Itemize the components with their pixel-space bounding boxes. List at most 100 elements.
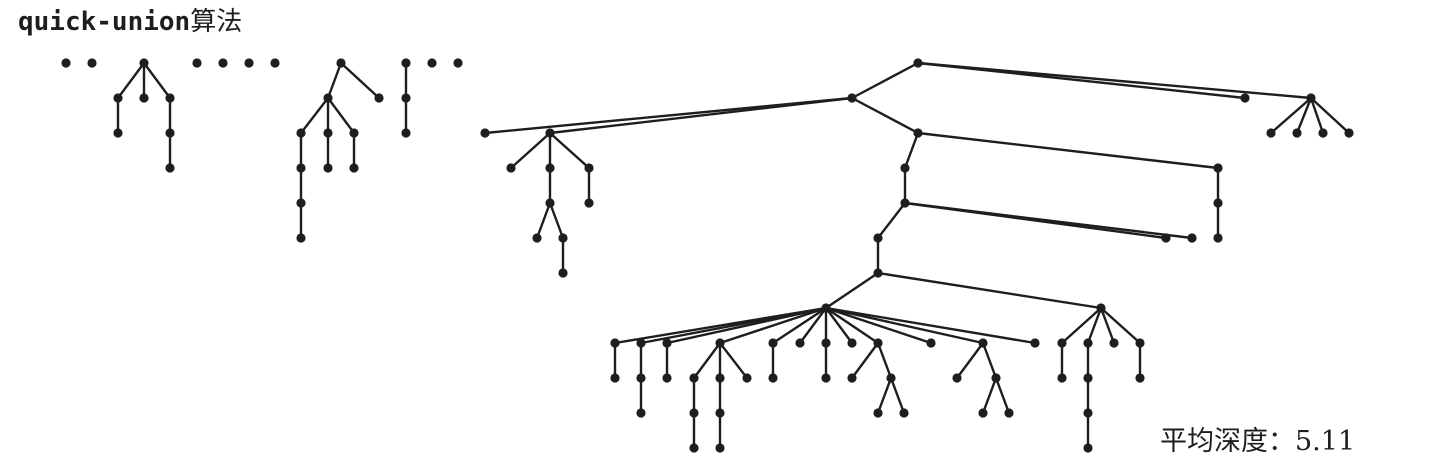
tree-edge (1295, 96, 1313, 135)
tree-edge (916, 131, 1220, 170)
tree-edge (326, 61, 343, 100)
tree-node (218, 58, 228, 68)
diagram-title: quick-union算法 (18, 4, 242, 39)
tree-node (913, 128, 923, 138)
tree-node (374, 93, 384, 103)
tree-node (742, 373, 752, 383)
tree-node (558, 233, 568, 243)
tree-node (401, 128, 411, 138)
tree-edge (798, 306, 828, 345)
tree-node (296, 163, 306, 173)
tree-node (821, 303, 831, 313)
tree-edge (916, 61, 1313, 100)
tree-edge (771, 306, 828, 345)
tree-edge (981, 376, 998, 415)
tree-edge (955, 341, 985, 380)
tree-edge (850, 61, 920, 100)
tree-node (636, 408, 646, 418)
tree-node (1057, 338, 1067, 348)
tree-edge (1060, 306, 1103, 345)
tree-node (1266, 128, 1276, 138)
tree-node (244, 58, 254, 68)
tree-edge (1099, 306, 1142, 345)
average-depth-caption: 平均深度：5.11 (1160, 424, 1355, 460)
tree-node (1109, 338, 1119, 348)
tree-node (401, 58, 411, 68)
tree-node (636, 338, 646, 348)
tree-node (847, 373, 857, 383)
tree-node (1306, 93, 1316, 103)
tree-edge (1309, 96, 1325, 135)
tree-node (1344, 128, 1354, 138)
tree-node (715, 443, 725, 453)
tree-node (1135, 373, 1145, 383)
tree-edge (535, 201, 552, 240)
tree-edge (903, 201, 1194, 240)
tree-edge (116, 61, 146, 100)
tree-node (296, 128, 306, 138)
tree-node (427, 58, 437, 68)
tree-node (532, 233, 542, 243)
tree-node (873, 233, 883, 243)
tree-node (453, 58, 463, 68)
tree-node (61, 58, 71, 68)
tree-node (296, 198, 306, 208)
tree-node (584, 198, 594, 208)
tree-node (165, 93, 175, 103)
tree-node (978, 408, 988, 418)
tree-node (1083, 443, 1093, 453)
tree-node (913, 58, 923, 68)
tree-node (139, 58, 149, 68)
tree-node (610, 338, 620, 348)
tree-node (1057, 373, 1067, 383)
tree-node (1213, 198, 1223, 208)
tree-edge (850, 96, 920, 135)
tree-node (1083, 373, 1093, 383)
tree-node (689, 373, 699, 383)
tree-node (926, 338, 936, 348)
tree-node (192, 58, 202, 68)
tree-node (584, 163, 594, 173)
tree-edge (548, 201, 565, 240)
tree-node (689, 443, 699, 453)
tree-node (323, 163, 333, 173)
tree-node (480, 128, 490, 138)
tree-node (506, 163, 516, 173)
tree-node (610, 373, 620, 383)
tree-node (165, 128, 175, 138)
tree-edge (876, 376, 893, 415)
tree-node (900, 163, 910, 173)
tree-node (296, 233, 306, 243)
tree-node (270, 58, 280, 68)
tree-node (545, 128, 555, 138)
tree-node (545, 163, 555, 173)
tree-edge (824, 306, 854, 345)
tree-edge (876, 201, 907, 240)
tree-node (113, 93, 123, 103)
tree-node (1292, 128, 1302, 138)
tree-node (1187, 233, 1197, 243)
tree-node (349, 128, 359, 138)
tree-edge (339, 61, 381, 100)
tree-node (847, 338, 857, 348)
tree-edge (824, 306, 880, 345)
tree-node (349, 163, 359, 173)
tree-edge (889, 376, 906, 415)
tree-node (952, 373, 962, 383)
tree-node (991, 373, 1001, 383)
tree-edge (1086, 306, 1103, 345)
tree-node (139, 93, 149, 103)
algorithm-name: quick-union (18, 7, 191, 37)
tree-node (323, 128, 333, 138)
tree-node (1030, 338, 1040, 348)
tree-edge (824, 306, 985, 345)
tree-edge (665, 306, 828, 345)
tree-node (873, 338, 883, 348)
tree-node (1083, 408, 1093, 418)
tree-node (1161, 233, 1171, 243)
tree-node (1096, 303, 1106, 313)
tree-node (1004, 408, 1014, 418)
forest-edges (116, 61, 1351, 450)
tree-edge (326, 96, 356, 135)
